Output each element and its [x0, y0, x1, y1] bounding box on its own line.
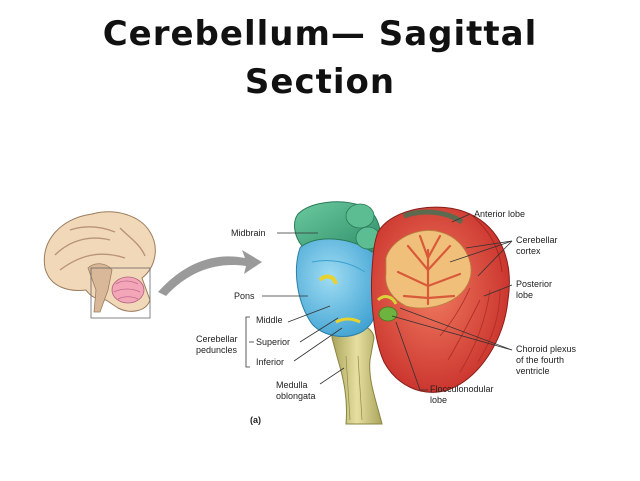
superior-peduncle-highlight [318, 274, 338, 285]
label-midbrain: Midbrain [231, 228, 266, 238]
label-choroid-plexus-2: of the fourth [516, 355, 564, 365]
label-cerebellar-cortex-2: cortex [516, 246, 541, 256]
label-medulla-1: Medulla [276, 380, 308, 390]
label-flocculonodular-1: Flocculonodular [430, 384, 494, 394]
medulla-oblongata-shape [331, 323, 383, 425]
label-cerebellar-peduncles-1: Cerebellar [196, 334, 238, 344]
zoom-box [90, 267, 151, 319]
label-cerebellar-peduncles-2: peduncles [196, 345, 238, 355]
brain-thumbnail [43, 211, 156, 319]
label-anterior-lobe: Anterior lobe [474, 209, 525, 219]
label-flocculonodular-2: lobe [430, 395, 447, 405]
label-middle-peduncle: Middle [256, 315, 283, 325]
zoom-arrow [158, 250, 262, 296]
cerebellum-shape [371, 206, 510, 393]
title-line-2: Section [244, 62, 396, 102]
label-posterior-lobe-2: lobe [516, 290, 533, 300]
label-inferior-peduncle: Inferior [256, 357, 284, 367]
label-pons: Pons [234, 291, 255, 301]
inferior-peduncle-highlight [335, 317, 361, 324]
slide-title: Cerebellum— Sagittal Section [0, 10, 640, 106]
figure-label: (a) [250, 415, 261, 425]
leader-lines [245, 213, 513, 391]
label-choroid-plexus-3: ventricle [516, 366, 550, 376]
label-choroid-plexus-1: Choroid plexus [516, 344, 577, 354]
label-posterior-lobe-1: Posterior [516, 279, 552, 289]
label-superior-peduncle: Superior [256, 337, 290, 347]
label-medulla-2: oblongata [276, 391, 316, 401]
label-cerebellar-cortex-1: Cerebellar [516, 235, 558, 245]
title-line-1: Cerebellum— Sagittal [102, 14, 538, 54]
